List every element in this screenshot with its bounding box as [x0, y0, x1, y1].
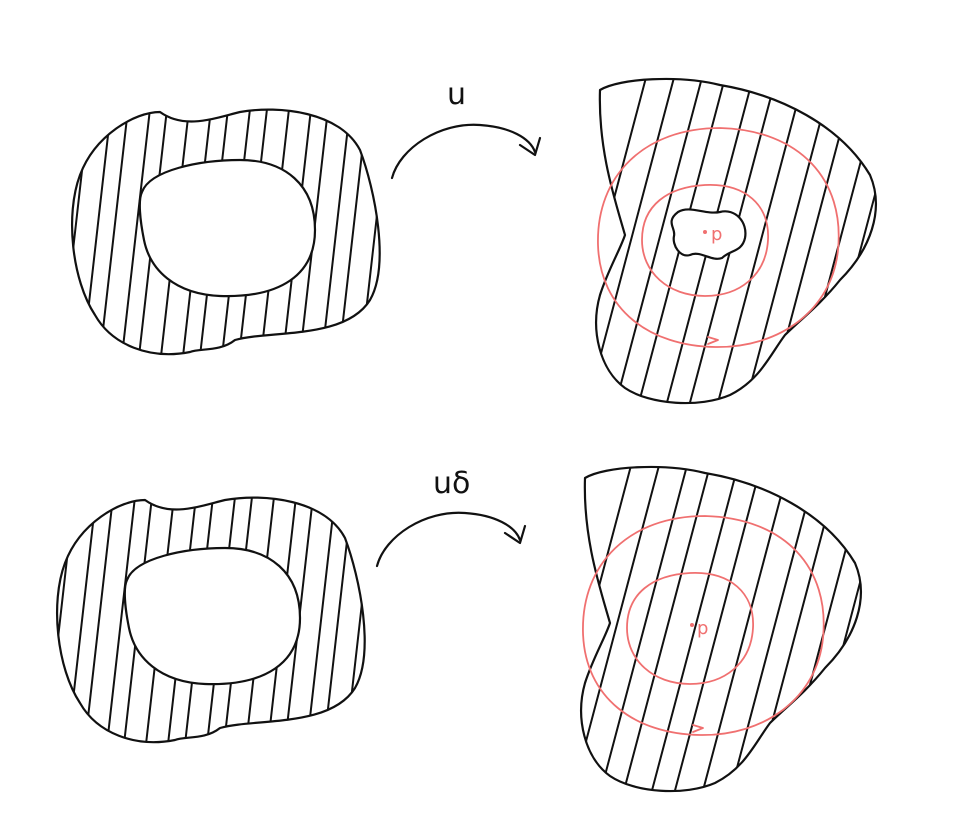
orientation-arrowhead-1 [707, 336, 719, 345]
hatch-line [320, 109, 352, 355]
target-hatching-2 [581, 458, 960, 798]
hatch-line [367, 488, 397, 753]
source-annulus-2 [23, 488, 397, 753]
hatch-line [715, 78, 807, 404]
row-1: u p [38, 70, 960, 410]
hatch-line [613, 78, 705, 404]
hatch-line [598, 466, 690, 792]
hatch-line [344, 497, 365, 743]
hatch-line [779, 466, 861, 792]
target-outer-boundary-2 [580, 465, 862, 793]
hatch-line [621, 466, 713, 792]
hatch-line [81, 109, 113, 355]
point-dot-2 [690, 623, 694, 627]
hatch-line [359, 109, 380, 355]
point-dot-1 [703, 230, 707, 234]
hatch-line [57, 497, 76, 743]
hatch-line [382, 100, 412, 365]
target-region-1: p [595, 70, 960, 410]
source-annulus-1 [38, 100, 412, 365]
point-label-1: p [711, 224, 722, 245]
hatch-line [98, 109, 130, 355]
hatch-line [700, 466, 792, 792]
hatch-line [873, 78, 876, 404]
hatch-line [72, 109, 91, 355]
map-label-u-delta: uδ [433, 466, 470, 501]
hatch-line [802, 466, 861, 792]
hatch-line [672, 466, 764, 792]
hatch-line [743, 78, 835, 404]
hatch-line [897, 70, 960, 410]
row-2: uδ p [23, 458, 960, 798]
hatch-line [817, 78, 876, 404]
hatch-line [649, 466, 741, 792]
hatch-line [23, 488, 53, 753]
hatch-line [105, 497, 137, 743]
map-arrow-1: u [390, 77, 542, 180]
map-label-u: u [447, 77, 466, 112]
hatch-line [858, 466, 861, 792]
hatch-line [845, 78, 876, 404]
hatch-line [305, 497, 337, 743]
orientation-arrowhead-2 [692, 724, 704, 733]
hatch-line [66, 497, 98, 743]
map-arrow-2: uδ [375, 466, 527, 568]
red-inner-circle-2 [626, 571, 755, 685]
hatch-line [120, 109, 152, 355]
target-region-2: p [580, 458, 960, 798]
hatch-line [794, 78, 876, 404]
hatch-line [751, 466, 843, 792]
hatch-line [728, 466, 820, 792]
hatch-line [38, 100, 68, 365]
hatch-line [882, 458, 960, 798]
hatch-line [83, 497, 115, 743]
hatch-line [830, 466, 861, 792]
point-label-2: p [697, 618, 708, 639]
hatch-line [766, 78, 858, 404]
target-hatching-1 [596, 70, 960, 410]
